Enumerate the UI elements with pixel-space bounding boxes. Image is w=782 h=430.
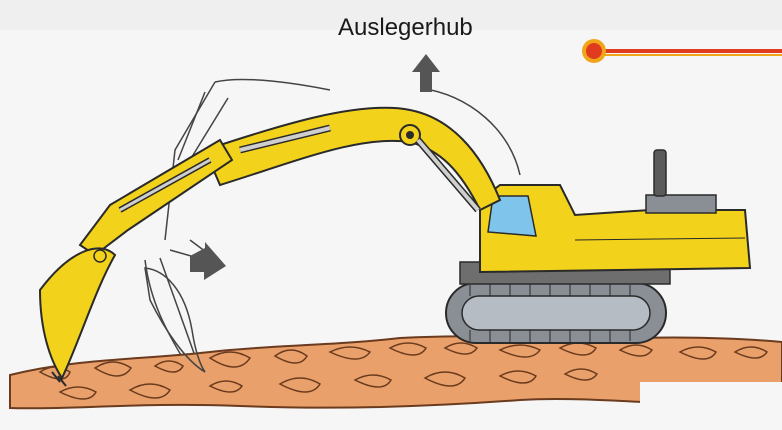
boom-lift-label: Auslegerhub [338,14,473,42]
crawler-track [446,283,666,343]
